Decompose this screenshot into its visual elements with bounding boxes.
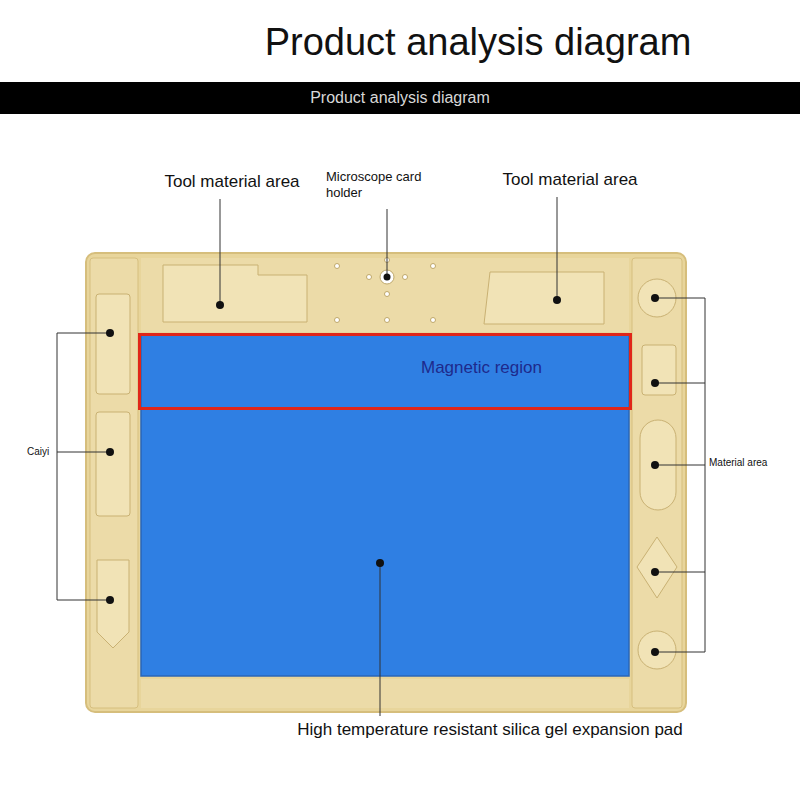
page-title: Product analysis diagram (265, 20, 692, 66)
left-pocket (97, 560, 129, 648)
silica-pad (141, 334, 629, 676)
group-label: Material area (709, 457, 767, 469)
top-strip (141, 258, 629, 332)
bottom-strip (141, 679, 629, 708)
left-pocket (96, 294, 130, 394)
right-pocket (642, 345, 676, 395)
right-strip (632, 258, 682, 708)
magnetic-region-text: Magnetic region (421, 358, 542, 378)
title-band-text: Product analysis diagram (310, 88, 490, 107)
leader-dots (106, 274, 659, 657)
board-body (86, 253, 686, 712)
left-pocket (96, 412, 130, 516)
leader-lines (57, 197, 705, 716)
part-label: High temperature resistant silica gel ex… (297, 720, 683, 740)
right-pocket (637, 537, 677, 598)
right-pocket (638, 631, 676, 669)
part-label: Tool material area (502, 170, 637, 190)
tool-pocket (163, 265, 307, 322)
title-band: Product analysis diagram (0, 82, 800, 114)
magnetic-region: Magnetic region (138, 333, 632, 410)
tool-pocket (484, 272, 604, 324)
part-label: Microscope card holder (326, 169, 438, 200)
part-label: Tool material area (164, 172, 299, 192)
group-label: Caiyi (27, 446, 49, 458)
screw-holes (335, 258, 436, 323)
left-strip (90, 258, 138, 708)
